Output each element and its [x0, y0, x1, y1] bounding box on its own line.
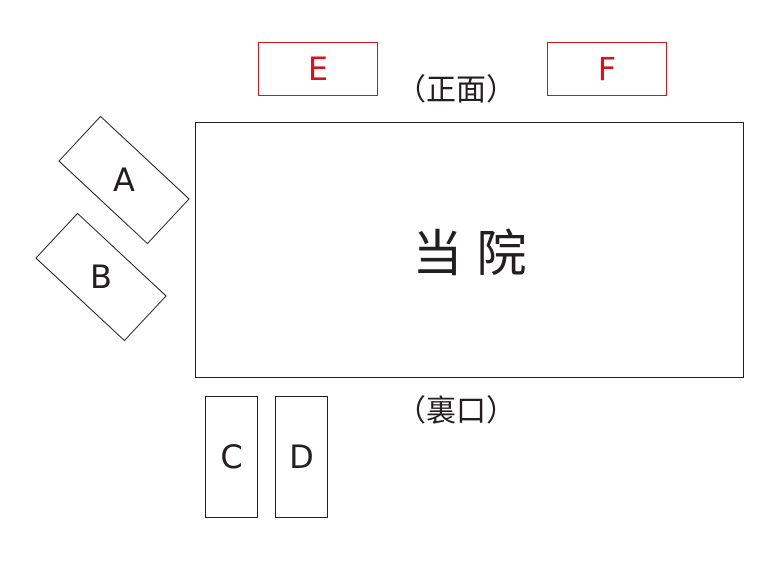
parking-space-c-label: C: [220, 438, 243, 476]
back-side-label: （裏口）: [396, 394, 516, 429]
building: 当院: [195, 122, 744, 378]
parking-space-a-label: A: [113, 160, 135, 199]
parking-space-d: D: [275, 396, 328, 518]
parking-space-b-label: B: [90, 257, 112, 296]
parking-space-c: C: [205, 396, 258, 518]
front-side-label: （正面）: [396, 73, 516, 108]
parking-space-e: E: [258, 42, 378, 96]
parking-space-f-label: F: [597, 50, 617, 88]
building-label: 当院: [412, 225, 541, 283]
parking-space-f: F: [547, 42, 667, 96]
parking-space-d-label: D: [289, 438, 314, 476]
parking-space-e-label: E: [307, 50, 329, 88]
